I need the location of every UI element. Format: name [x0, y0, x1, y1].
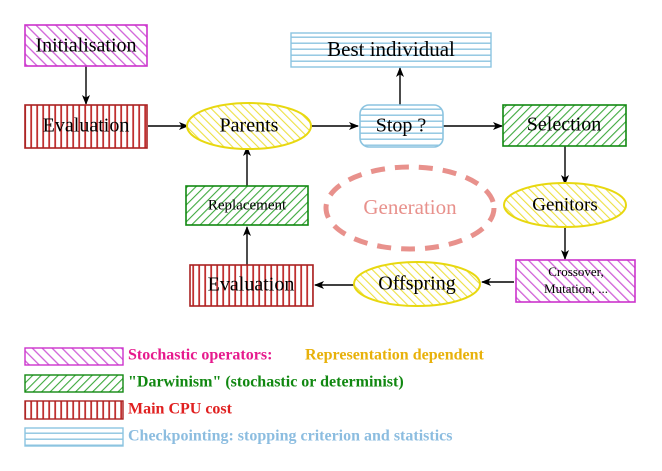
- legend-label-secondary-0: Representation dependent: [305, 347, 484, 364]
- node-selection[interactable]: Selection: [502, 104, 627, 147]
- legend-label-primary-3: Checkpointing: stopping criterion and st…: [128, 428, 452, 445]
- node-best-individual[interactable]: Best individual: [290, 32, 492, 68]
- node-replacement-label: Replacement: [208, 197, 287, 213]
- node-selection-label: Selection: [527, 114, 601, 136]
- node-evaluation-bottom[interactable]: Evaluation: [189, 264, 314, 307]
- legend-label-primary-0: Stochastic operators:: [128, 347, 272, 364]
- legend-swatch-green-diagonal: [24, 374, 124, 393]
- legend-item-0: Stochastic operators: Representation dep…: [24, 347, 484, 366]
- node-best-individual-label: Best individual: [327, 37, 455, 61]
- node-genitors[interactable]: Genitors: [503, 182, 627, 228]
- legend-label-primary-1: "Darwinism" (stochastic or determinist): [128, 374, 404, 391]
- node-evaluation-top[interactable]: Evaluation: [24, 104, 148, 149]
- node-generation-label: Generation: [363, 195, 457, 219]
- node-parents[interactable]: Parents: [186, 102, 312, 150]
- node-initialisation[interactable]: Initialisation: [24, 24, 148, 67]
- legend-item-1: "Darwinism" (stochastic or determinist): [24, 374, 404, 393]
- node-evaluation-top-label: Evaluation: [43, 115, 130, 137]
- node-crossover-mutation-label-line2: Mutation, ...: [544, 281, 608, 296]
- legend-swatch-magenta-diagonal: [24, 347, 124, 366]
- node-crossover-mutation[interactable]: Crossover, Mutation, ...: [515, 259, 636, 303]
- node-offspring-label: Offspring: [378, 273, 455, 295]
- edge-layer: [82, 66, 569, 289]
- legend-swatch-blue-horizontal: [24, 427, 124, 447]
- legend: Stochastic operators: Representation dep…: [24, 347, 484, 447]
- node-stop-label: Stop ?: [376, 115, 427, 137]
- node-stop[interactable]: Stop ?: [359, 104, 444, 148]
- node-genitors-label: Genitors: [532, 194, 597, 215]
- node-evaluation-bottom-label: Evaluation: [208, 274, 295, 296]
- node-generation: Generation: [323, 164, 497, 252]
- node-initialisation-label: Initialisation: [35, 35, 136, 57]
- node-replacement[interactable]: Replacement: [185, 185, 309, 226]
- legend-item-2: Main CPU cost: [24, 400, 233, 420]
- legend-swatch-red-vertical: [24, 400, 124, 420]
- legend-item-3: Checkpointing: stopping criterion and st…: [24, 427, 452, 447]
- node-offspring[interactable]: Offspring: [353, 261, 481, 307]
- legend-label-primary-2: Main CPU cost: [128, 401, 233, 418]
- node-crossover-mutation-label-line1: Crossover,: [548, 264, 603, 279]
- node-parents-label: Parents: [220, 115, 279, 137]
